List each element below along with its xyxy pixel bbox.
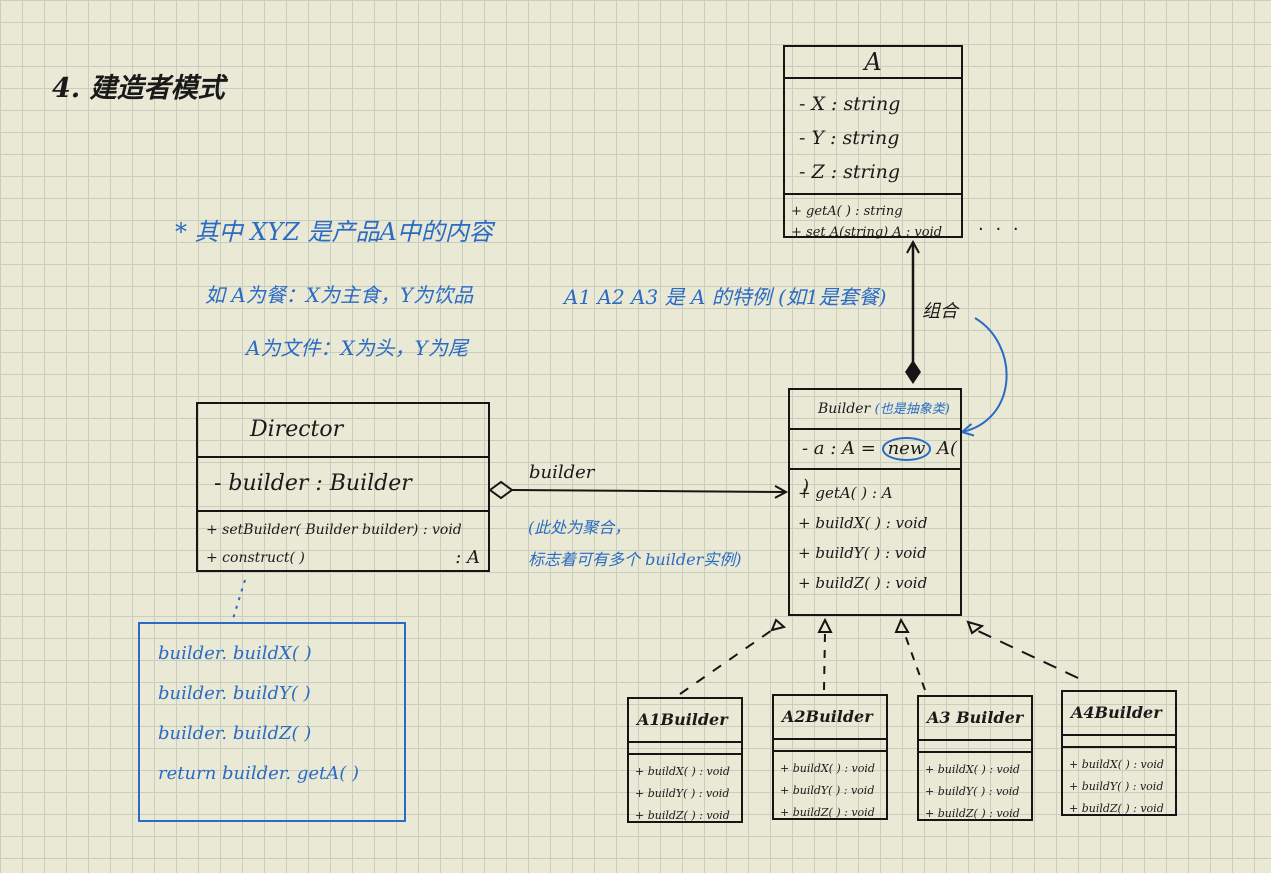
class-builder: Builder (也是抽象类) - a : A = new A( ) + get… bbox=[788, 388, 962, 616]
class-a-attr-y: - Y : string bbox=[799, 127, 900, 149]
code-line-buildy: builder. buildY( ) bbox=[158, 683, 311, 704]
aggregation-diamond bbox=[488, 480, 514, 500]
note-meal: 如 A为餐：X为主食，Y为饮品 bbox=[205, 283, 474, 307]
class-a1builder-name: A1Builder bbox=[637, 710, 728, 729]
class-director-op-construct: + construct( ) bbox=[206, 550, 305, 566]
class-a1builder-op-buildx: + buildX( ) : void bbox=[635, 765, 730, 778]
class-director-operations: + setBuilder( Builder builder) : void + … bbox=[198, 510, 488, 572]
class-director-op-setbuilder: + setBuilder( Builder builder) : void bbox=[206, 522, 462, 538]
class-builder-op-geta: + getA( ) : A bbox=[798, 484, 893, 502]
class-a4builder-op-buildz: + buildZ( ) : void bbox=[1069, 802, 1164, 815]
class-a2builder-attributes bbox=[774, 738, 886, 750]
inherit-head-a1 bbox=[770, 618, 787, 632]
class-a4builder: A4Builder + buildX( ) : void + buildY( )… bbox=[1061, 690, 1177, 816]
class-a-ellipsis: . . . bbox=[978, 214, 1022, 235]
construct-code-note: builder. buildX( ) builder. buildY( ) bu… bbox=[138, 622, 406, 822]
class-a3builder-op-buildz: + buildZ( ) : void bbox=[925, 807, 1020, 820]
class-builder-name: Builder bbox=[818, 401, 871, 417]
code-line-buildx: builder. buildX( ) bbox=[158, 643, 312, 664]
class-builder-attr-prefix: - a : A = bbox=[802, 438, 882, 459]
compose-note-arrow bbox=[962, 317, 1008, 432]
class-builder-attr-new: new bbox=[881, 437, 932, 461]
class-builder-attribute: - a : A = new A( ) bbox=[790, 428, 960, 497]
class-a3builder-op-buildy: + buildY( ) : void bbox=[925, 785, 1020, 798]
class-director-attribute: - builder : Builder bbox=[198, 456, 488, 510]
class-a2builder-operations: + buildX( ) : void + buildY( ) : void + … bbox=[774, 750, 886, 824]
class-a3builder-attributes bbox=[919, 739, 1031, 751]
class-builder-name-row: Builder (也是抽象类) bbox=[790, 390, 960, 428]
class-a1builder-operations: + buildX( ) : void + buildY( ) : void + … bbox=[629, 753, 741, 827]
class-a2builder-op-buildz: + buildZ( ) : void bbox=[780, 806, 875, 819]
class-a1builder-op-buildy: + buildY( ) : void bbox=[635, 787, 730, 800]
class-a-attributes: - X : string - Y : string - Z : string bbox=[785, 77, 961, 195]
note-file: A为文件：X为头，Y为尾 bbox=[246, 336, 468, 360]
inherit-line-a1 bbox=[679, 627, 776, 695]
note-aggregation-line-2: 标志着可有多个 builder实例) bbox=[528, 550, 742, 569]
class-a3builder-op-buildx: + buildX( ) : void bbox=[925, 763, 1020, 776]
inherit-head-a3 bbox=[894, 617, 910, 633]
note-aggregation: (此处为聚合， 标志着可有多个 builder实例) bbox=[528, 512, 741, 576]
class-a2builder-name: A2Builder bbox=[782, 707, 873, 726]
class-a1builder: A1Builder + buildX( ) : void + buildY( )… bbox=[627, 697, 743, 823]
class-director-construct-return: : A bbox=[455, 547, 480, 568]
class-a4builder-operations: + buildX( ) : void + buildY( ) : void + … bbox=[1063, 746, 1175, 820]
code-line-return: return builder. getA( ) bbox=[158, 763, 360, 784]
class-a-op-set: + set A(string) A : void bbox=[791, 225, 943, 240]
class-a3builder: A3 Builder + buildX( ) : void + buildY( … bbox=[917, 695, 1033, 821]
association-label: builder bbox=[529, 462, 595, 483]
class-a3builder-name: A3 Builder bbox=[927, 708, 1024, 727]
aggregation-line bbox=[511, 490, 786, 492]
class-builder-op-buildy: + buildY( ) : void bbox=[798, 544, 927, 562]
code-line-buildz: builder. buildZ( ) bbox=[158, 723, 312, 744]
class-builder-op-buildz: + buildZ( ) : void bbox=[798, 574, 928, 592]
class-a1builder-attributes bbox=[629, 741, 741, 753]
class-a: A - X : string - Y : string - Z : string… bbox=[783, 45, 963, 240]
class-builder-op-buildx: + buildX( ) : void bbox=[798, 514, 928, 532]
class-director-op-construct-row: + construct( ) : A bbox=[206, 544, 480, 572]
class-a-operations: + getA( ) : string + set A(string) A : v… bbox=[785, 195, 961, 243]
class-a4builder-attributes bbox=[1063, 734, 1175, 746]
class-a-name: A bbox=[864, 48, 882, 76]
page-title: 4. 建造者模式 bbox=[52, 73, 225, 104]
inherit-line-a4 bbox=[975, 629, 1079, 679]
note-subclass: A1 A2 A3 是 A 的特例 (如1是套餐) bbox=[564, 285, 887, 309]
inherit-line-a3 bbox=[903, 631, 926, 691]
class-a-attr-x: - X : string bbox=[799, 93, 901, 115]
inherit-line-a2 bbox=[823, 631, 826, 691]
class-a2builder: A2Builder + buildX( ) : void + buildY( )… bbox=[772, 694, 888, 820]
class-a4builder-name: A4Builder bbox=[1071, 703, 1162, 722]
class-a1builder-op-buildz: + buildZ( ) : void bbox=[635, 809, 730, 822]
composition-diamond bbox=[905, 360, 921, 384]
composition-label: 组合 bbox=[922, 301, 958, 322]
class-a2builder-op-buildx: + buildX( ) : void bbox=[780, 762, 875, 775]
class-builder-attr-suffix: A( ) bbox=[802, 438, 957, 497]
inherit-head-a4 bbox=[966, 620, 985, 635]
class-director-name: Director bbox=[250, 417, 344, 442]
class-a-attr-z: - Z : string bbox=[799, 161, 901, 183]
class-a3builder-operations: + buildX( ) : void + buildY( ) : void + … bbox=[919, 751, 1031, 825]
class-builder-operations: + getA( ) : A + buildX( ) : void + build… bbox=[790, 468, 960, 598]
class-a-op-get: + getA( ) : string bbox=[791, 204, 903, 219]
class-a4builder-op-buildx: + buildX( ) : void bbox=[1069, 758, 1164, 771]
class-builder-note: (也是抽象类) bbox=[874, 402, 950, 417]
class-a2builder-op-buildy: + buildY( ) : void bbox=[780, 784, 875, 797]
note-xyz: * 其中 XYZ 是产品A中的内容 bbox=[175, 218, 493, 246]
inherit-head-a2 bbox=[817, 617, 833, 633]
class-a4builder-op-buildy: + buildY( ) : void bbox=[1069, 780, 1164, 793]
note-aggregation-line-1: (此处为聚合， bbox=[528, 518, 631, 537]
note-connector bbox=[231, 579, 246, 623]
class-director: Director - builder : Builder + setBuilde… bbox=[196, 402, 490, 572]
